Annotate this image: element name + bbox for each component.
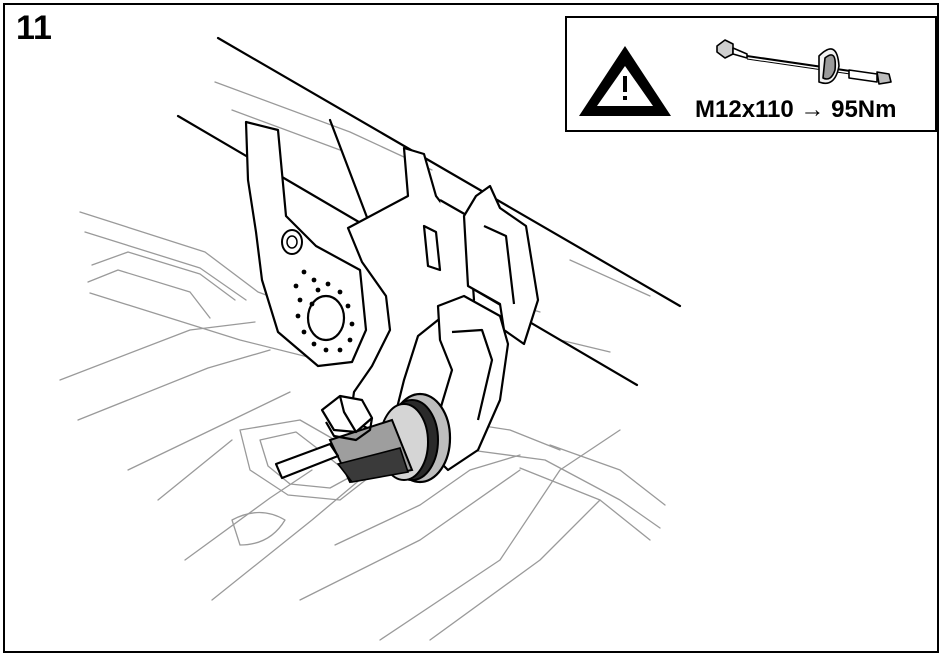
step-number: 11: [16, 9, 52, 47]
page-border: [3, 3, 939, 653]
rubber-bushing: [328, 392, 452, 484]
hex-bolt: [274, 394, 374, 480]
torque-callout: M12x110 → 95Nm: [565, 16, 937, 132]
warning-triangle-icon: [579, 46, 671, 116]
perforated-flange: [244, 120, 368, 368]
torque-spec-label: M12x110 → 95Nm: [695, 96, 897, 123]
bolt-with-washer-icon: [716, 39, 892, 85]
